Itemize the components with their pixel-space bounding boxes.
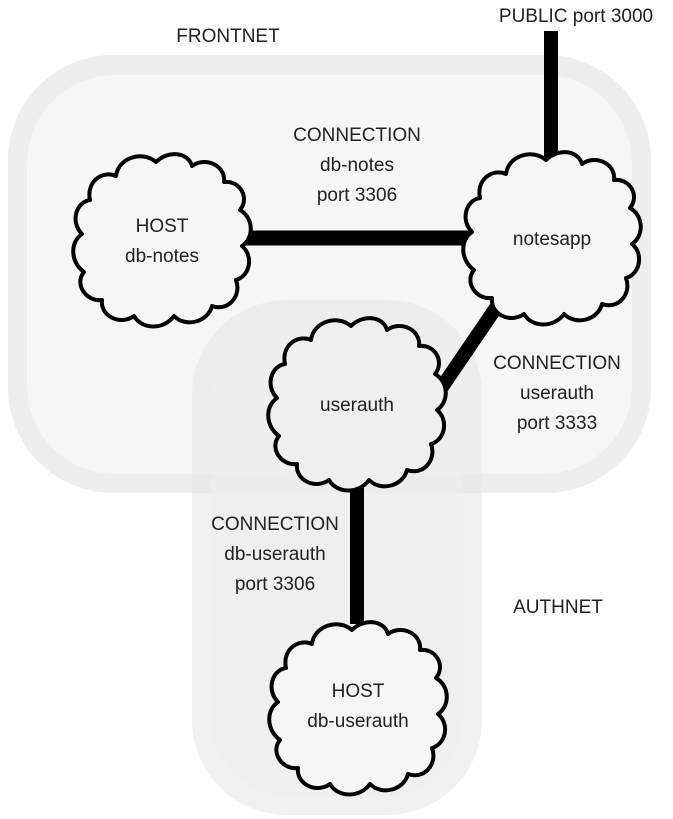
connection-label-db-notes: CONNECTION db-notes port 3306 <box>293 125 421 206</box>
connection-label-line: CONNECTION <box>211 514 339 535</box>
connection-label-line: CONNECTION <box>493 353 621 374</box>
connection-label-line: db-notes <box>320 155 394 176</box>
cloud-icon <box>267 620 449 797</box>
connection-label-line: port 3333 <box>517 413 597 434</box>
node-label-line: HOST <box>136 216 189 237</box>
public-port-label: PUBLIC port 3000 <box>499 6 653 27</box>
connection-label-line: port 3306 <box>317 185 397 206</box>
connection-label-line: userauth <box>520 383 594 404</box>
connection-label-line: CONNECTION <box>293 125 421 146</box>
authnet-label: AUTHNET <box>513 597 603 618</box>
node-label-line: notesapp <box>513 229 591 250</box>
node-notesapp[interactable]: notesapp <box>461 150 643 327</box>
connection-label-userauth: CONNECTION userauth port 3333 <box>493 353 621 434</box>
node-label-line: userauth <box>320 395 394 416</box>
node-label-line: db-notes <box>125 246 199 267</box>
node-db-userauth[interactable]: HOST db-userauth <box>267 620 449 797</box>
node-label-line: db-userauth <box>307 711 408 732</box>
node-db-notes[interactable]: HOST db-notes <box>71 152 253 329</box>
frontnet-label: FRONTNET <box>176 26 280 47</box>
connection-label-db-userauth: CONNECTION db-userauth port 3306 <box>211 514 339 595</box>
node-label-line: HOST <box>332 681 385 702</box>
connection-label-line: db-userauth <box>224 544 325 565</box>
connection-label-line: port 3306 <box>235 574 315 595</box>
cloud-icon <box>71 152 253 329</box>
node-userauth[interactable]: userauth <box>266 316 448 493</box>
